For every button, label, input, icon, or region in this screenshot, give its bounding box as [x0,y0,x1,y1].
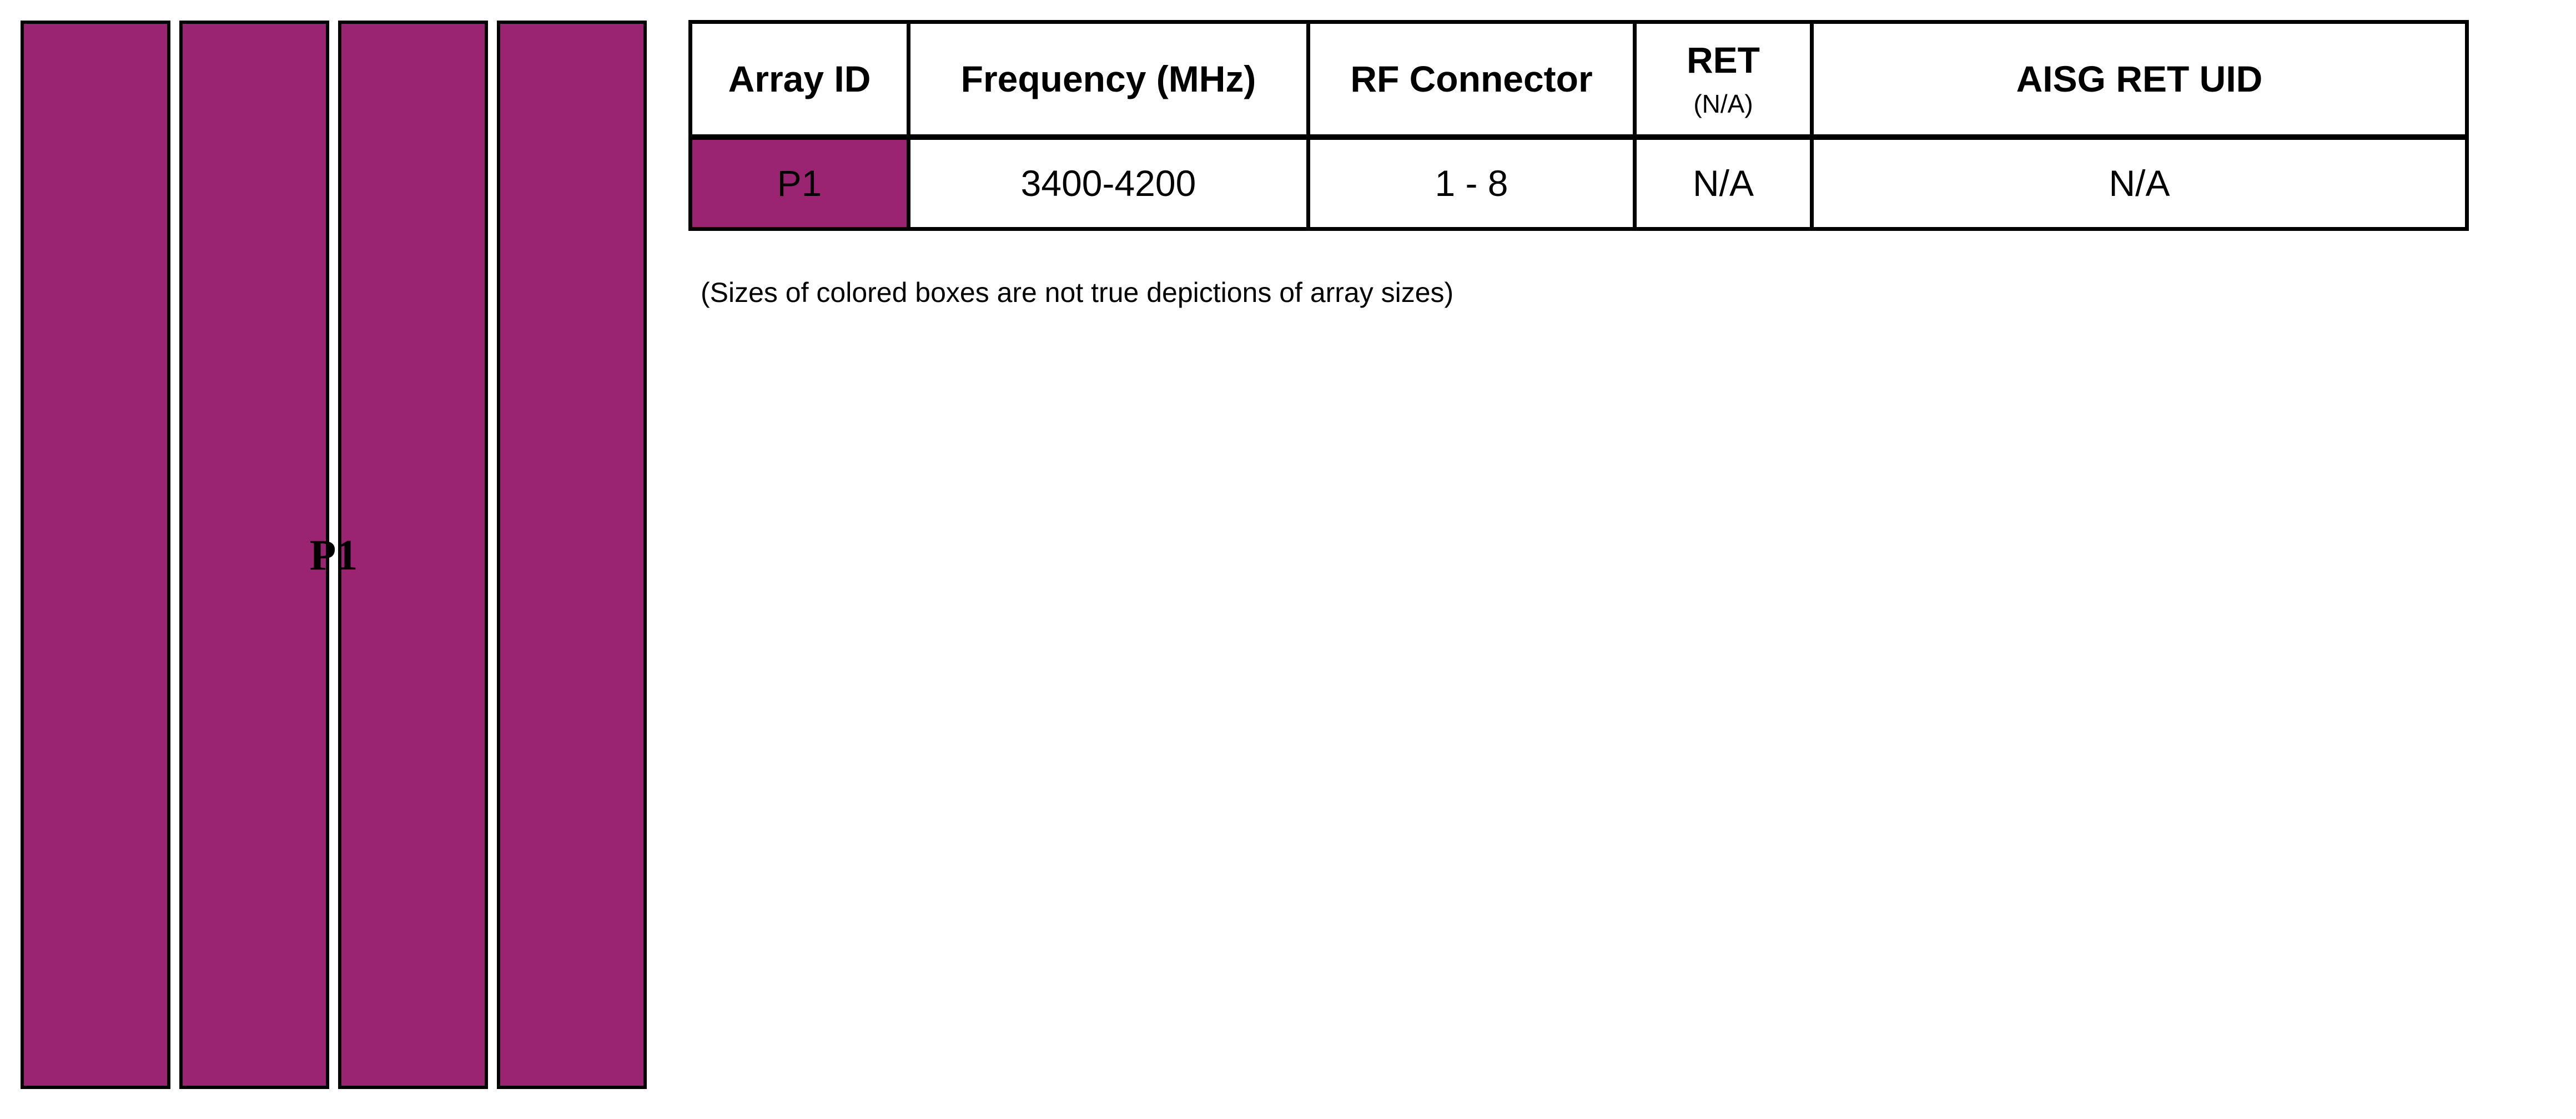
cell-aisg-ret-uid: N/A [1810,135,2469,231]
antenna-array-diagram [21,21,647,1089]
col-header-array-id-label: Array ID [728,58,871,100]
array-bar-2 [179,21,329,1089]
col-header-array-id: Array ID [688,20,910,140]
table-header-row: Array ID Frequency (MHz) RF Connector RE… [688,20,2469,140]
array-bar-1 [21,21,170,1089]
array-bar-4 [497,21,647,1089]
cell-rf-connector: 1 - 8 [1306,135,1637,231]
col-header-frequency: Frequency (MHz) [907,20,1310,140]
cell-ret: N/A [1633,135,1814,231]
cell-frequency: 3400-4200 [907,135,1310,231]
col-header-ret: RET (N/A) [1633,20,1814,140]
col-header-rf-connector-label: RF Connector [1350,58,1593,100]
col-header-ret-sublabel: (N/A) [1693,89,1753,119]
col-header-frequency-label: Frequency (MHz) [960,58,1256,100]
col-header-aisg-ret-uid: AISG RET UID [1810,20,2469,140]
array-bar-3 [338,21,488,1089]
col-header-aisg-ret-uid-label: AISG RET UID [2016,58,2263,100]
size-disclaimer-note: (Sizes of colored boxes are not true dep… [701,277,1454,308]
col-header-rf-connector: RF Connector [1306,20,1637,140]
cell-array-id: P1 [688,135,910,231]
array-spec-table: Array ID Frequency (MHz) RF Connector RE… [688,20,2469,231]
col-header-ret-label: RET [1687,39,1760,81]
table-row: P1 3400-4200 1 - 8 N/A N/A [688,135,2469,231]
